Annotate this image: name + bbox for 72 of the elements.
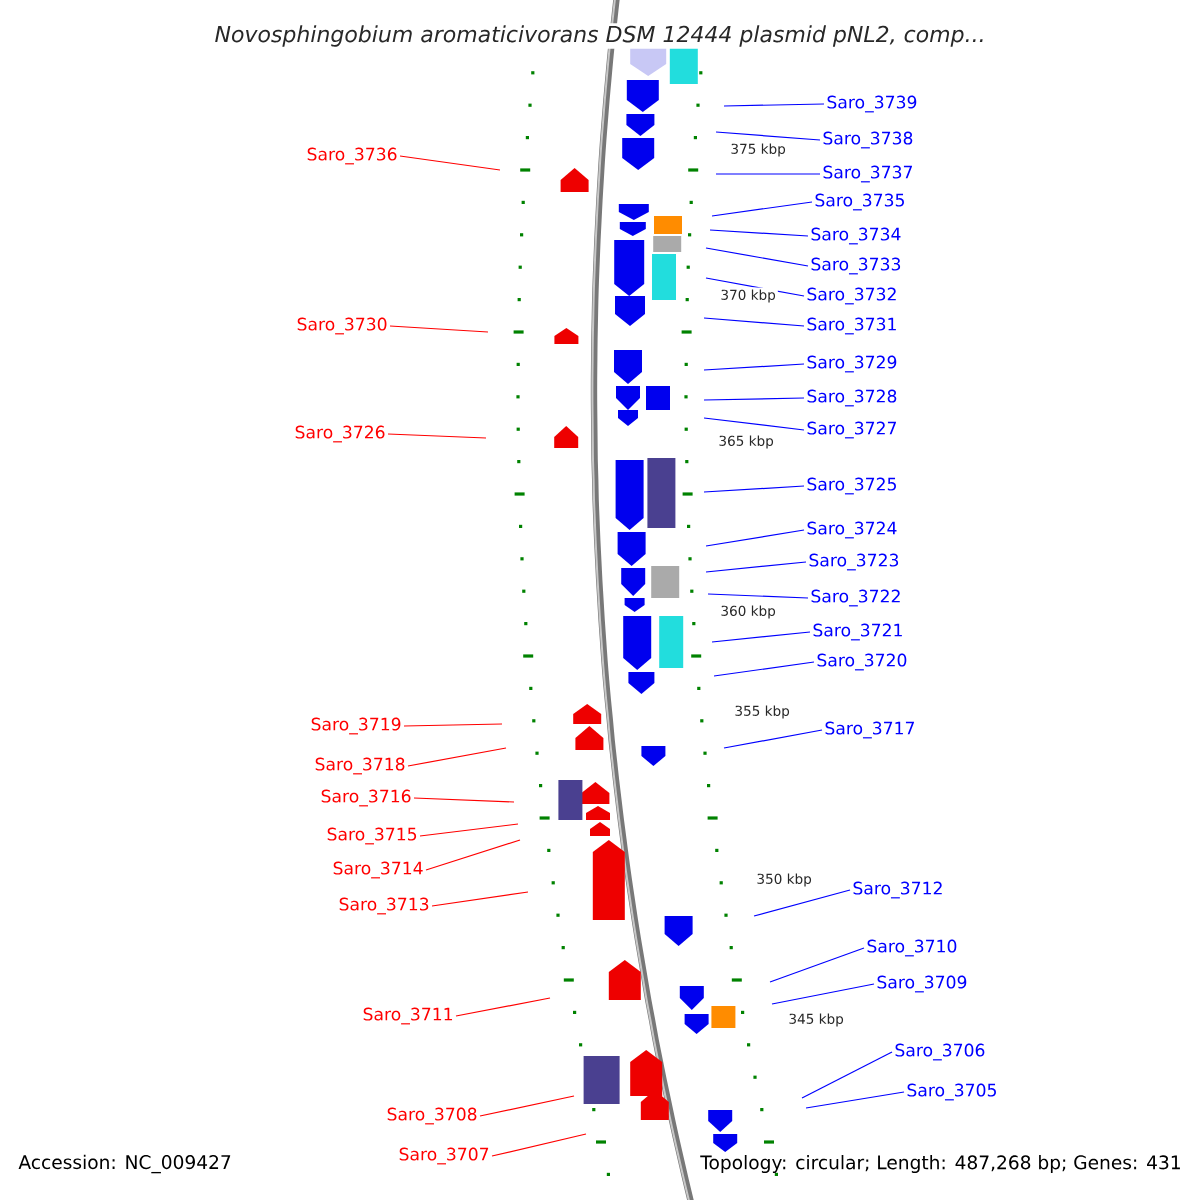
gene-label: Saro_3705 [907,1083,996,1101]
gene-label: Saro_3706 [895,1043,985,1061]
leader-line [479,1095,575,1117]
gene-label: Saro_3729 [807,355,897,373]
leader-line [753,889,851,917]
gene-label: Saro_3719 [311,717,401,735]
leader-line [723,729,823,749]
leader-line [723,103,825,107]
gene-label: Saro_3712 [853,881,942,899]
leader-line [711,631,811,643]
leader-line [419,823,519,837]
gene-label: Saro_3713 [339,897,429,915]
gene-label: Saro_3722 [811,589,900,607]
gene-label: Saro_3733 [811,257,901,275]
gene-label: Saro_3717 [825,721,914,739]
leader-line [769,947,865,983]
leader-line [703,485,805,493]
gene-label: Saro_3738 [823,131,913,149]
leader-line [715,173,821,175]
gene-label: Saro_3727 [807,421,896,439]
gene-label: Saro_3718 [315,757,405,775]
gene-label: Saro_3726 [295,425,385,443]
gene-label: Saro_3710 [867,939,957,957]
leader-line [407,747,507,767]
gene-label: Saro_3708 [387,1107,477,1125]
gene-label: Saro_3736 [307,147,397,165]
gene-label: Saro_3739 [827,95,917,113]
leader-line [801,1051,893,1099]
gene-label: Saro_3709 [877,975,967,993]
leader-line [413,797,515,803]
gene-label: Saro_3707 [399,1147,489,1165]
gene-label: Saro_3721 [813,623,902,641]
leader-line [705,561,807,573]
leader-line [771,983,875,1005]
gene-label: Saro_3724 [807,521,897,539]
gene-label: Saro_3720 [817,653,907,671]
leader-line [703,397,805,401]
accession-text: Accession: NC_009427 [18,1154,231,1174]
leader-line [389,325,489,333]
gene-label: Saro_3734 [811,227,901,245]
gene-label: Saro_3715 [327,827,417,845]
gene-label: Saro_3725 [807,477,896,495]
gene-label: Saro_3737 [823,165,912,183]
leader-line [713,661,815,677]
leader-line [431,891,529,907]
leader-line [425,839,521,871]
leader-line [707,593,809,599]
gene-label: Saro_3716 [321,789,411,807]
leader-line [705,529,805,547]
leader-line [387,433,487,439]
gene-label: Saro_3730 [297,317,387,335]
leader-line [711,201,813,217]
leader-line [403,723,503,727]
gene-label: Saro_3723 [809,553,899,571]
leader-line [703,417,805,431]
leader-line [709,229,809,237]
leader-line [455,997,551,1017]
leader-line [491,1133,587,1157]
gene-label: Saro_3728 [807,389,897,407]
gene-label: Saro_3735 [815,193,904,211]
gene-label: Saro_3731 [807,317,896,335]
leader-line [705,247,809,267]
leader-line [805,1091,905,1109]
title: Novosphingobium aromaticivorans DSM 12444 plasmid pNL2, comp... [212,23,988,49]
summary-text: Topology: circular; Length: 487,268 bp; Genes: 431 [700,1155,1180,1173]
leader-line [399,155,501,171]
leader-line [715,131,821,141]
gene-label: Saro_3732 [807,287,896,305]
gene-label: Saro_3711 [363,1007,452,1025]
leader-line [703,363,805,371]
gene-label: Saro_3714 [333,861,423,879]
leader-line [703,317,805,327]
